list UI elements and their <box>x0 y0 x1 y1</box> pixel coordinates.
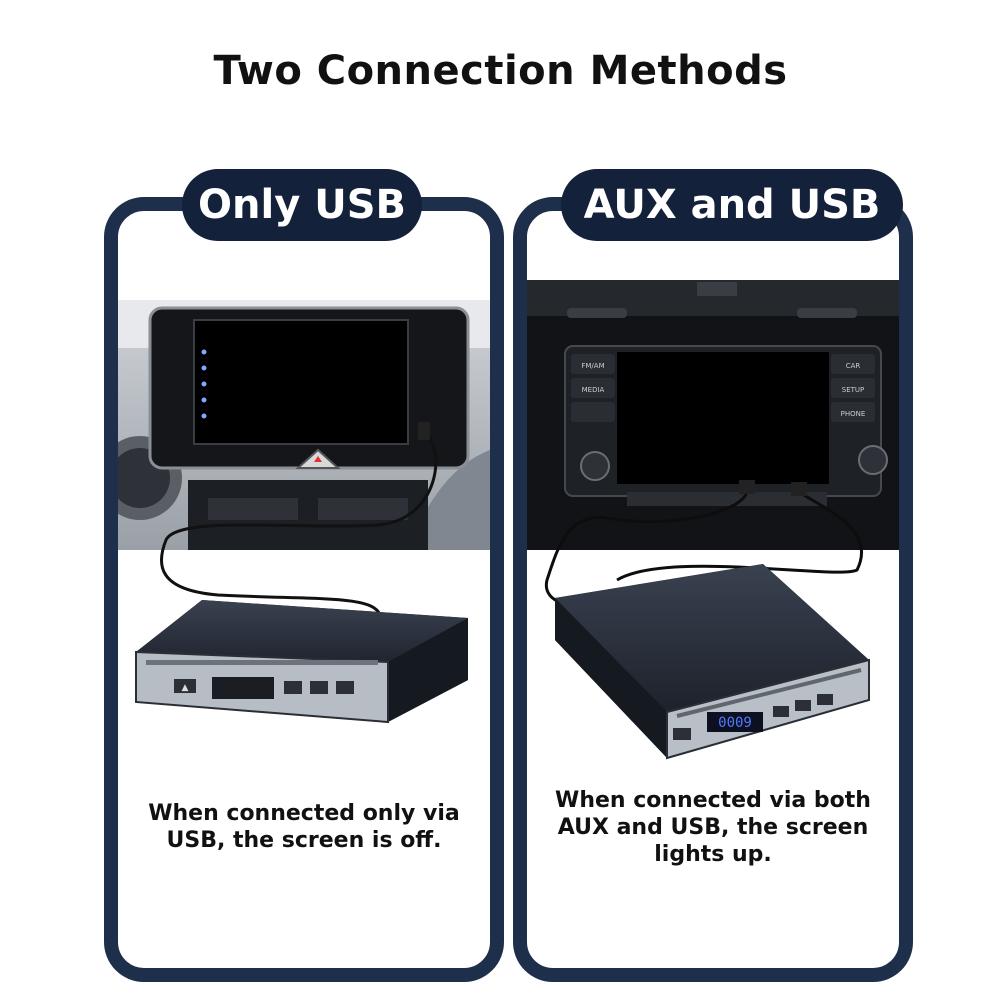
aux-cable <box>544 489 749 606</box>
svg-text:▲: ▲ <box>182 683 189 693</box>
media-label: MEDIA <box>582 386 605 394</box>
usb-cable <box>159 428 438 616</box>
label-aux-and-usb: AUX and USB <box>561 169 903 241</box>
dvd-player-box: ▲ <box>135 600 468 724</box>
head-unit-buttons: FM/AM MEDIA CAR SETUP PHONE <box>571 354 888 506</box>
page-title: Two Connection Methods <box>213 48 788 94</box>
dvd-player-box: 0009 <box>555 564 870 760</box>
head-unit-screen-off <box>148 306 470 470</box>
fm-am-label: FM/AM <box>581 362 604 370</box>
setup-label: SETUP <box>842 386 865 394</box>
car-label: CAR <box>846 362 861 370</box>
aux-and-usb-photo: FM/AM MEDIA CAR SETUP PHONE 0009 <box>527 280 899 760</box>
only-usb-photo: ▲ <box>118 300 490 724</box>
caption-aux-and-usb: When connected via both AUX and USB, the… <box>555 788 871 867</box>
label-only-usb: Only USB <box>182 169 422 241</box>
usb-cable <box>616 490 864 582</box>
caption-only-usb: When connected only via USB, the screen … <box>148 801 460 853</box>
phone-label: PHONE <box>841 410 866 418</box>
device-display: 0009 <box>718 715 752 731</box>
